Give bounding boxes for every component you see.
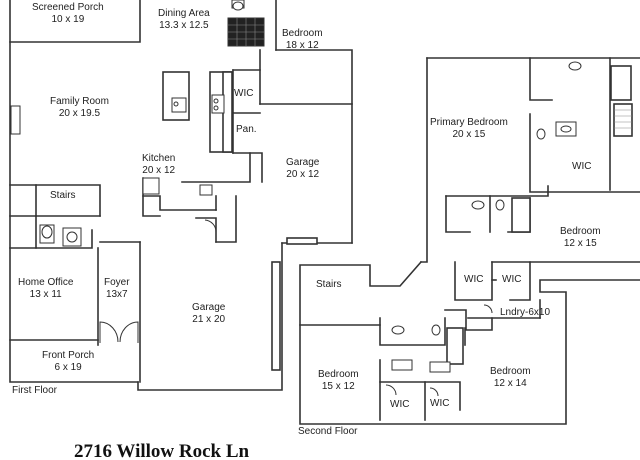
room-wic-2f-c: WIC xyxy=(390,399,409,411)
room-front-porch: Front Porch 6 x 19 xyxy=(42,350,94,374)
room-wic-2f-a: WIC xyxy=(464,274,483,286)
front-door-right-icon xyxy=(119,321,139,343)
room-dim: 6 x 19 xyxy=(54,362,82,373)
room-bedroom-2f-b: Bedroom 15 x 12 xyxy=(318,369,359,393)
room-screened-porch: Screened Porch 10 x 19 xyxy=(32,2,104,26)
room-dim: 12 x 14 xyxy=(493,378,527,389)
bedroom-east-wall xyxy=(275,49,353,244)
room-garage-1: Garage 20 x 12 xyxy=(286,157,319,181)
second-floor-label: Second Floor xyxy=(298,426,358,437)
room-name: WIC xyxy=(464,274,484,285)
room-name: Bedroom xyxy=(490,366,531,377)
room-dim: 20 x 15 xyxy=(452,129,486,140)
room-dim: 20 x 19.5 xyxy=(58,108,101,119)
room-dim: 15 x 12 xyxy=(321,381,355,392)
room-dim: 10 x 19 xyxy=(51,14,85,25)
room-home-office: Home Office 13 x 11 xyxy=(18,277,73,301)
room-bedroom-2f-c: Bedroom 12 x 14 xyxy=(490,366,531,390)
room-name: Lndry-6x10 xyxy=(500,307,551,318)
room-name: WIC xyxy=(430,398,450,409)
room-dim: 20 x 12 xyxy=(286,169,320,180)
front-door-left-icon xyxy=(99,321,119,343)
room-primary-bedroom: Primary Bedroom 20 x 15 xyxy=(430,117,508,141)
room-dim: 13.3 x 12.5 xyxy=(159,20,209,31)
room-name: Bedroom xyxy=(318,369,359,380)
room-laundry: Lndry-6x10 xyxy=(500,307,550,319)
room-garage-2: Garage 21 x 20 xyxy=(192,302,225,326)
room-name: Front Porch xyxy=(42,350,95,361)
room-stairs-2f: Stairs xyxy=(316,279,342,291)
room-pantry: Pan. xyxy=(236,124,257,136)
room-dim: 13 x 11 xyxy=(29,289,62,300)
room-name: Bedroom xyxy=(282,28,323,39)
room-bedroom-1f: Bedroom 18 x 12 xyxy=(282,28,323,52)
room-wic-kitchen: WIC xyxy=(234,88,253,100)
room-name: Screened Porch xyxy=(32,2,104,13)
room-name: Pan. xyxy=(236,124,257,135)
address-title: 2716 Willow Rock Ln xyxy=(74,441,250,460)
room-foyer: Foyer 13x7 xyxy=(104,277,130,301)
room-name: Stairs xyxy=(316,279,342,290)
room-name: WIC xyxy=(390,399,410,410)
room-wic-2f-d: WIC xyxy=(430,398,449,410)
room-name: WIC xyxy=(234,88,254,99)
room-name: Home Office xyxy=(18,277,74,288)
room-bedroom-2f-a: Bedroom 12 x 15 xyxy=(560,226,601,250)
room-name: Dining Area xyxy=(158,8,210,19)
room-name: Kitchen xyxy=(142,153,176,164)
room-dim: 18 x 12 xyxy=(285,40,319,51)
room-name: WIC xyxy=(572,161,592,172)
first-floor-label: First Floor xyxy=(12,385,57,396)
room-wic-primary: WIC xyxy=(572,161,591,173)
room-name: Bedroom xyxy=(560,226,601,237)
room-dim: 20 x 12 xyxy=(142,165,176,176)
room-name: Garage xyxy=(286,157,320,168)
room-stairs-1f: Stairs xyxy=(50,190,76,202)
room-dim: 13x7 xyxy=(105,289,128,300)
screened-porch-wall xyxy=(9,0,141,43)
room-dim: 21 x 20 xyxy=(192,314,226,325)
room-family-room: Family Room 20 x 19.5 xyxy=(50,96,109,120)
first-floor-outer-wall xyxy=(9,0,139,383)
room-dining-area: Dining Area 13.3 x 12.5 xyxy=(158,8,210,32)
room-name: Garage xyxy=(192,302,226,313)
room-name: Stairs xyxy=(50,190,76,201)
room-name: Foyer xyxy=(104,277,130,288)
room-dim: 12 x 15 xyxy=(563,238,597,249)
room-wic-2f-b: WIC xyxy=(502,274,521,286)
room-name: WIC xyxy=(502,274,522,285)
room-name: Family Room xyxy=(50,96,109,107)
room-name: Primary Bedroom xyxy=(430,117,508,128)
room-kitchen: Kitchen 20 x 12 xyxy=(142,153,175,177)
